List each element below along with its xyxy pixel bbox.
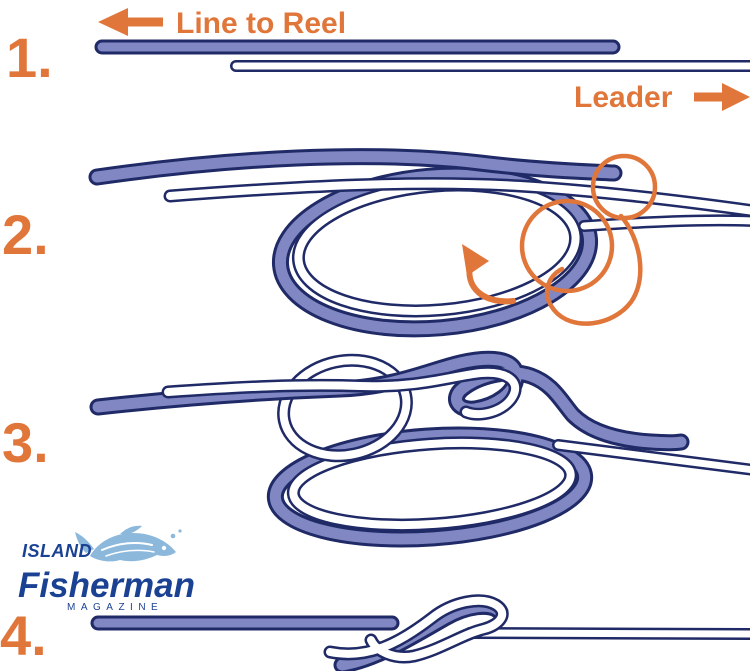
leader-label: Leader bbox=[574, 81, 673, 114]
fish-stripe bbox=[101, 541, 153, 551]
fish-icon bbox=[75, 525, 182, 562]
crossing-circle-annotation bbox=[519, 198, 615, 294]
step-4: 4. bbox=[0, 601, 750, 667]
left-arrow-head bbox=[98, 8, 128, 36]
step-1: 1. Line to Reel Leader bbox=[6, 7, 750, 114]
rotation-arrow-icon bbox=[462, 244, 516, 305]
step-2-number: 2. bbox=[2, 203, 49, 266]
line-to-reel-label: Line to Reel bbox=[176, 7, 346, 40]
fish-eye bbox=[161, 545, 167, 551]
step-2-annotations bbox=[462, 153, 658, 326]
leader-annotation: Leader bbox=[574, 81, 750, 114]
rope-fill bbox=[470, 633, 750, 634]
logo-island-text: ISLAND bbox=[22, 541, 92, 561]
fish-fin bbox=[120, 525, 142, 534]
line-to-reel-annotation: Line to Reel bbox=[98, 7, 346, 40]
rope-fill bbox=[170, 184, 750, 211]
fish-tail bbox=[75, 532, 94, 553]
bubble bbox=[178, 529, 182, 533]
magazine-logo: ISLAND Fisherman MAGAZINE bbox=[18, 525, 195, 613]
rotation-arrow-head bbox=[462, 244, 489, 276]
right-arrow-icon bbox=[694, 83, 750, 111]
left-arrow-icon bbox=[98, 8, 163, 36]
fish-stripe bbox=[105, 549, 155, 557]
right-arrow-head bbox=[722, 83, 750, 111]
main-line-rope bbox=[97, 157, 614, 177]
step-3-number: 3. bbox=[2, 411, 49, 474]
step-2: 2. bbox=[2, 156, 750, 341]
logo-magazine-text: MAGAZINE bbox=[67, 602, 163, 613]
leader-exit-rope bbox=[470, 633, 750, 634]
logo-fisherman-text: Fisherman bbox=[18, 566, 195, 605]
step-1-number: 1. bbox=[6, 26, 53, 89]
step-4-number: 4. bbox=[0, 604, 47, 667]
bubble bbox=[170, 533, 176, 539]
pass-through-loop-annotation bbox=[544, 213, 643, 326]
step-3: 3. bbox=[2, 349, 750, 549]
leader-rope bbox=[170, 184, 750, 211]
